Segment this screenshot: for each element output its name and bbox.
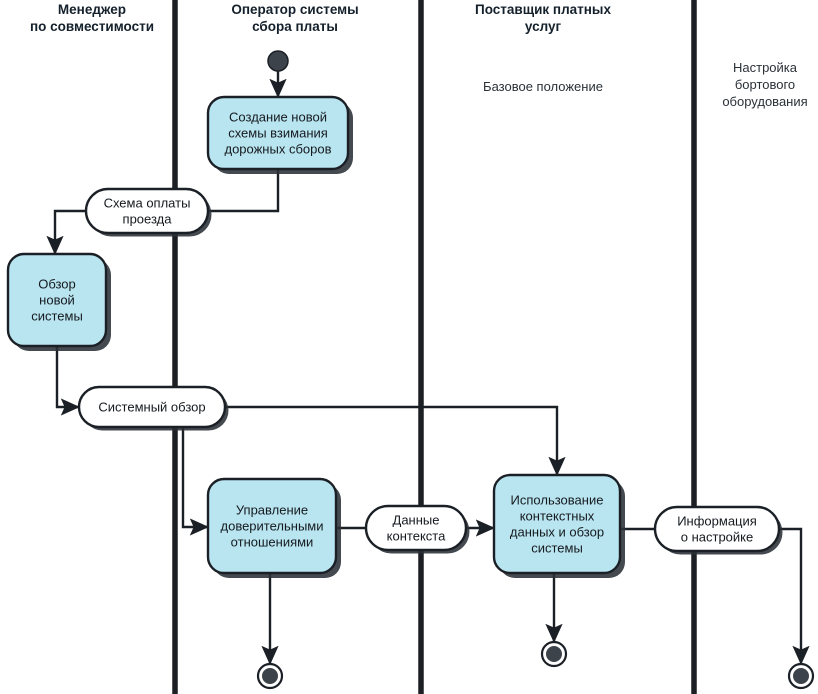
swimlane-title-line: по совместимости [30, 19, 154, 34]
initial-node-circle [267, 50, 289, 72]
activity-label-line: контекстных [520, 509, 595, 524]
initial-node [267, 50, 289, 72]
activity-label-line: Обзор [38, 277, 76, 292]
object-label-line: контекста [387, 529, 446, 544]
activity-label-line: дорожных сборов [224, 142, 331, 157]
final-node-config [787, 662, 815, 690]
activity-label-line: доверительными [221, 519, 324, 534]
swimlane-title-lane-toll-operator: Оператор системы сбора платы [231, 2, 358, 34]
final-node-core [546, 646, 562, 662]
edge-review-new-system-to-system-review [55, 346, 80, 416]
activity-shape [206, 95, 350, 171]
activity-label-line: схемы взимания [228, 126, 328, 141]
activity-label-line: данных и обзор [510, 525, 604, 540]
edge-payment-scheme-to-review-new-system [46, 209, 86, 255]
object-label-line: Схема оплаты [104, 196, 191, 211]
activity-label-line: системы [531, 541, 583, 556]
final-node-context [540, 640, 568, 668]
swimlane-title-lane-onboard-equipment-config: Настройка бортового оборудования [722, 60, 807, 109]
swimlane-title-line: оборудования [722, 94, 807, 109]
final-nodes [256, 640, 815, 690]
final-node-core [793, 668, 809, 684]
final-node-core [262, 668, 278, 684]
swimlane-title-line: Оператор системы [231, 2, 358, 17]
object-shape [364, 504, 468, 552]
object-label-line: Информация [677, 514, 757, 529]
activity-label-line: Создание новой [229, 110, 327, 125]
edge-system-review-to-use-context-data [225, 405, 566, 476]
control-flow-edges [46, 71, 810, 665]
object-label-line: о настройке [681, 530, 754, 545]
object-label-line: проезда [123, 212, 173, 227]
activity-label-line: Использование [511, 493, 604, 508]
swimlane-title-line: услуг [525, 19, 562, 34]
swimlane-title-lane-compatibility-manager: Менеджер по совместимости [30, 2, 154, 34]
final-node-trust [256, 662, 284, 690]
swimlane-title-line: бортового [735, 77, 795, 92]
swimlane-titles: Менеджер по совместимости Оператор системы… [30, 2, 808, 109]
activity-label-line: отношениями [231, 535, 314, 550]
swimlane-title-lane-toll-service-provider: Поставщик платных услуг [475, 2, 611, 34]
swimlane-separators [172, 0, 697, 694]
swimlane-title-line: Настройка [733, 60, 798, 75]
edge-create-scheme-to-payment-scheme [208, 169, 280, 213]
object-label-line: Системный обзор [98, 400, 205, 415]
object-shape [84, 187, 210, 235]
swimlane-title-line: Поставщик платных [475, 2, 611, 17]
object-system-review: Системный обзор [77, 385, 229, 431]
activity-shape [206, 477, 338, 575]
activity-shape [492, 473, 622, 575]
activity-label-line: новой [39, 293, 75, 308]
note-base-position: Базовое положение [483, 79, 603, 94]
object-shape [77, 385, 227, 429]
edge-system-review-to-trust-management [181, 427, 209, 536]
activity-label-line: Управление [236, 503, 308, 518]
swimlane-title-line: сбора платы [252, 19, 338, 34]
object-shape [653, 505, 781, 553]
edge-config-info-to-final [779, 527, 810, 665]
diagram-notes: Базовое положение [483, 79, 603, 94]
activity-shape [6, 252, 108, 348]
object-label-line: Данные [393, 513, 440, 528]
activity-label-line: системы [31, 309, 83, 324]
swimlane-title-line: Менеджер [58, 2, 126, 17]
